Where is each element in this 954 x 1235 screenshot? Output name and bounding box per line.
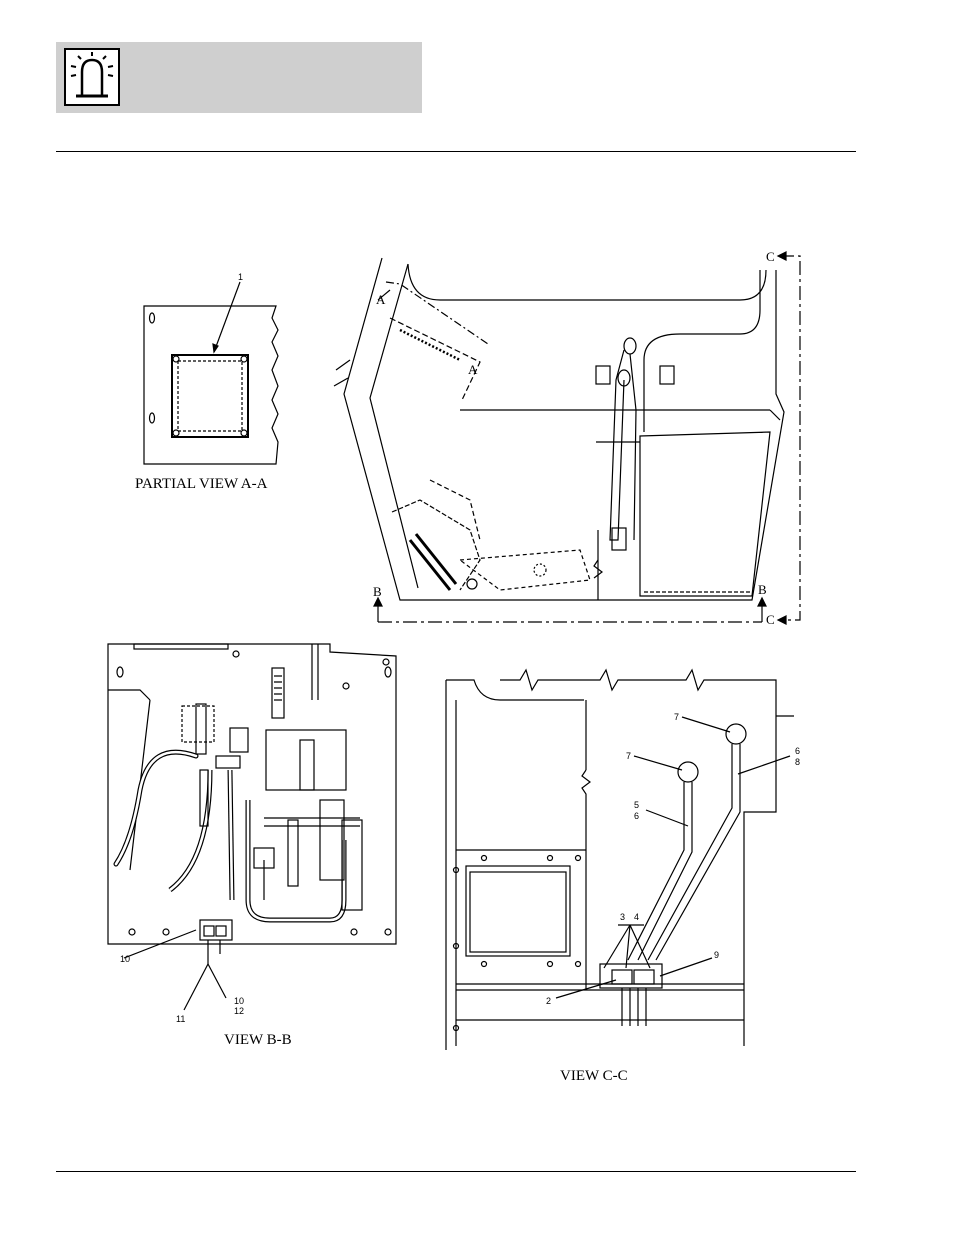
section-mark-b-left: B — [373, 584, 382, 599]
section-mark-b-right: B — [758, 582, 767, 597]
view-c-c-title: VIEW C-C — [560, 1068, 628, 1084]
view-c-c-panel — [446, 670, 794, 1050]
section-mark-c-bottom: C — [766, 612, 775, 627]
callout-11: 11 — [176, 1014, 185, 1024]
callout-8-stack: 8 — [795, 757, 800, 767]
callout-2: 2 — [546, 996, 551, 1006]
callout-9: 9 — [714, 950, 719, 960]
section-mark-a-top: A — [376, 292, 386, 307]
partial-view-a-a-panel — [144, 282, 278, 464]
callout-10: 10 — [120, 954, 130, 964]
callout-12-stack: 12 — [234, 1006, 244, 1016]
partial-view-a-a-title: PARTIAL VIEW A-A — [135, 476, 268, 492]
section-mark-a-bottom: A — [468, 362, 478, 377]
main-cab-view — [334, 252, 800, 624]
section-mark-c-top: C — [766, 249, 775, 264]
callout-6-lower-stack: 6 — [634, 811, 639, 821]
callout-7-left: 7 — [626, 751, 631, 761]
callout-6-stack: 6 — [795, 746, 800, 756]
callout-5-stack: 5 — [634, 800, 639, 810]
view-b-b-title: VIEW B-B — [224, 1032, 292, 1048]
callout-4: 4 — [634, 912, 639, 922]
callout-3: 3 — [620, 912, 625, 922]
callout-7-right: 7 — [674, 712, 679, 722]
callout-10-stack: 10 — [234, 996, 244, 1006]
view-b-b-panel — [108, 644, 396, 1010]
callout-1: 1 — [238, 272, 243, 282]
